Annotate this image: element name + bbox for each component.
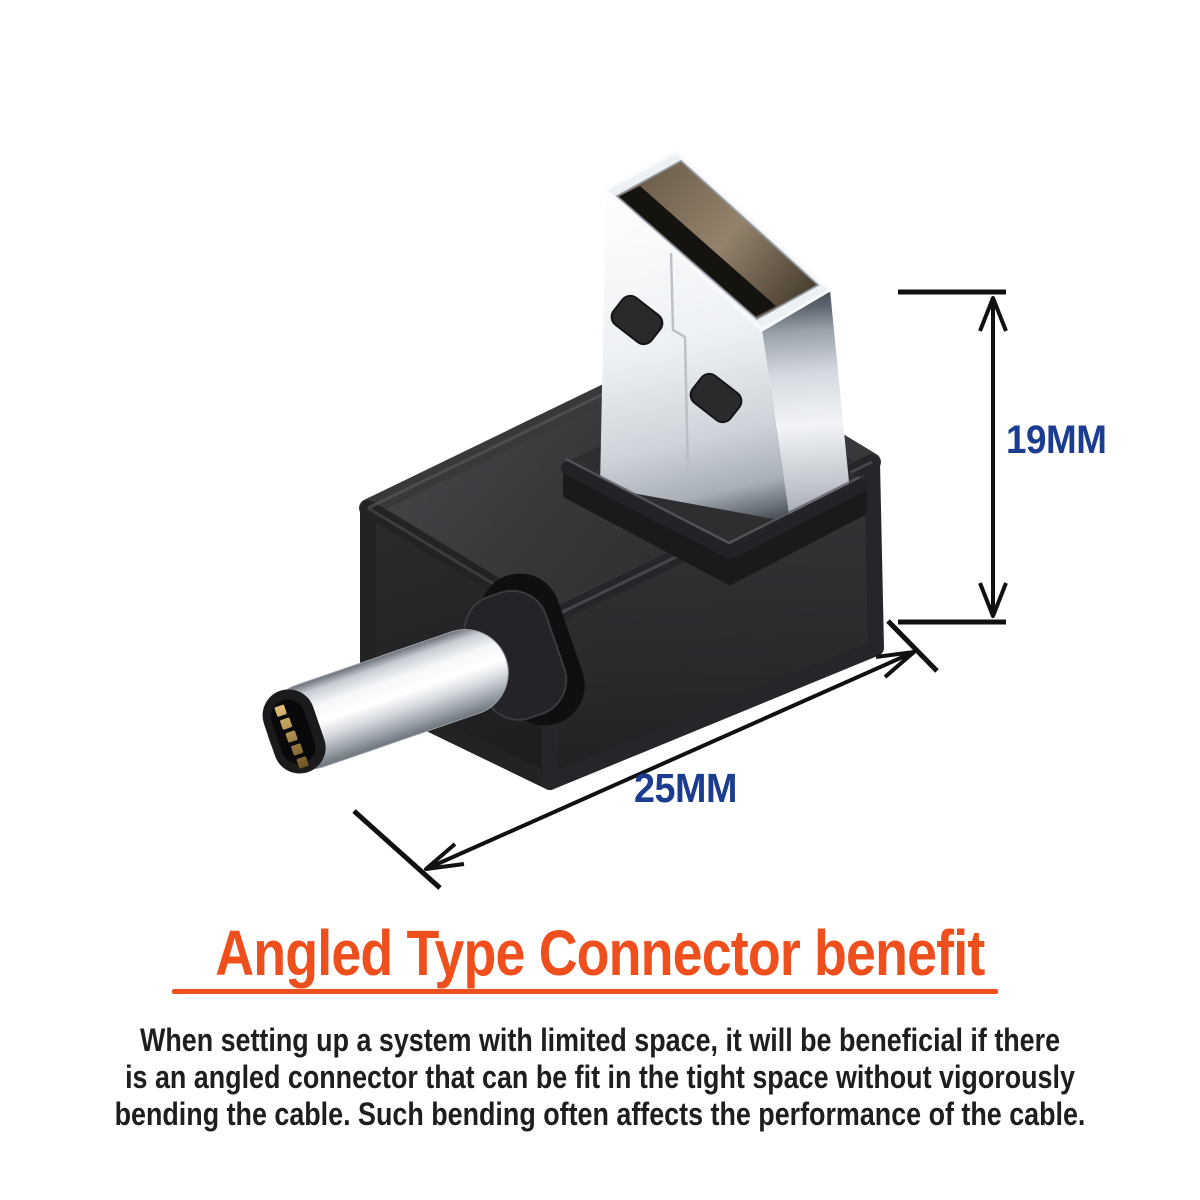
mount-lip-highlight <box>565 457 861 545</box>
usb-c-pins <box>274 704 309 769</box>
description-line: is an angled connector that can be fit i… <box>125 1059 1075 1095</box>
usb-a-shell-seam <box>669 252 690 475</box>
description-line: bending the cable. Such bending often af… <box>114 1096 1086 1132</box>
title-underline <box>172 989 998 994</box>
dimension-height-value: 19MM <box>1006 418 1107 462</box>
arrowhead-down <box>978 582 1008 618</box>
usb-a-tongue <box>618 186 776 317</box>
dimension-length-label: 25MM <box>634 768 746 809</box>
usb-c-plug <box>262 573 585 774</box>
usb-a-window <box>689 372 743 424</box>
dimension-height-arrow <box>898 289 1008 625</box>
dimension-length-arrow <box>352 619 939 890</box>
page-title: Angled Type Connector benefit <box>215 917 985 989</box>
usb-a-connector <box>561 150 869 559</box>
usb-a-opening-edge <box>615 159 820 321</box>
usb-a-opening-interior <box>617 161 818 319</box>
dimension-height-label: 19MM <box>1006 420 1115 460</box>
dimension-length-value: 25MM <box>634 765 737 811</box>
arrowhead-right <box>875 650 916 679</box>
description-paragraph: When setting up a system with limited sp… <box>96 1022 1104 1133</box>
mount-lip <box>561 461 869 559</box>
usb-a-side-face <box>762 290 850 522</box>
usb-a-window <box>610 294 664 346</box>
description-line: When setting up a system with limited sp… <box>139 1022 1061 1058</box>
heading-wrap: Angled Type Connector benefit <box>0 917 1200 989</box>
dimension-tick-right <box>886 619 939 673</box>
dimension-length-line <box>425 650 915 871</box>
arrowhead-left <box>424 842 465 871</box>
dimension-tick-left <box>352 809 442 890</box>
arrowhead-up <box>978 296 1008 332</box>
usb-a-front-face <box>600 190 790 522</box>
